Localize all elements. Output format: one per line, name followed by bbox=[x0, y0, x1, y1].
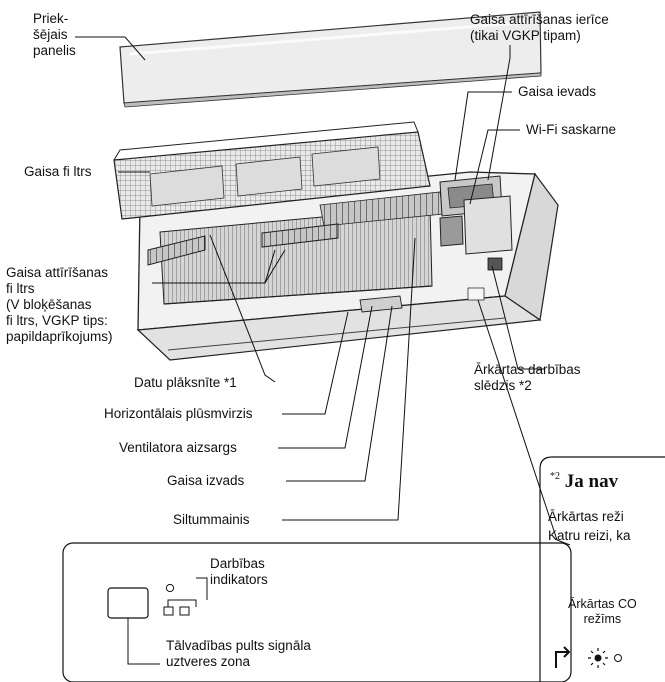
label-remote-receiver: Tālvadības pults signāla uztveres zona bbox=[166, 638, 311, 669]
note-line-1: Ārkārtas reži bbox=[548, 509, 624, 524]
wifi-module bbox=[439, 195, 513, 255]
front-panel bbox=[119, 11, 542, 108]
indicator-inset bbox=[62, 542, 572, 682]
air-filter bbox=[113, 121, 431, 220]
air-purifying-filters bbox=[147, 223, 339, 266]
label-operation-indicator: Darbības indikators bbox=[210, 556, 268, 587]
emergency-switch bbox=[487, 257, 503, 271]
leader-lines bbox=[75, 36, 571, 546]
label-horizontal-louver: Horizontālais plūsmvirzis bbox=[104, 406, 253, 421]
note-title-text: Ja nav bbox=[564, 471, 619, 492]
note-title: *2 Ja nav bbox=[550, 471, 618, 493]
label-heat-exchanger: Siltummainis bbox=[173, 512, 250, 527]
note-line-2: Katru reizi, ka bbox=[548, 528, 631, 543]
label-air-outlet: Gaisa izvads bbox=[167, 473, 245, 488]
note-box bbox=[539, 456, 665, 682]
note-mode-label: Ārkārtas CO režīms bbox=[568, 597, 637, 626]
label-air-filter: Gaisa fi ltrs bbox=[24, 164, 92, 179]
label-air-inlet: Gaisa ievads bbox=[518, 84, 597, 99]
label-data-plate: Datu plāksnīte *1 bbox=[134, 375, 237, 390]
label-fan-guard: Ventilatora aizsargs bbox=[119, 440, 237, 455]
label-emergency-switch: Ārkārtas darbības slēdzis *2 bbox=[474, 362, 581, 393]
note-title-mark: *2 bbox=[550, 471, 560, 482]
label-wifi-connector: Wi-Fi saskarne bbox=[526, 122, 617, 137]
label-air-purifying-filter: Gaisa attīrīšanas fi ltrs (V bloķēšanas … bbox=[6, 265, 113, 344]
label-air-purifier-device: Gaisa attīrīšanas ierīce (tikai VGKP tip… bbox=[470, 12, 609, 43]
label-front-panel: Priek- šējais panelis bbox=[33, 11, 76, 58]
